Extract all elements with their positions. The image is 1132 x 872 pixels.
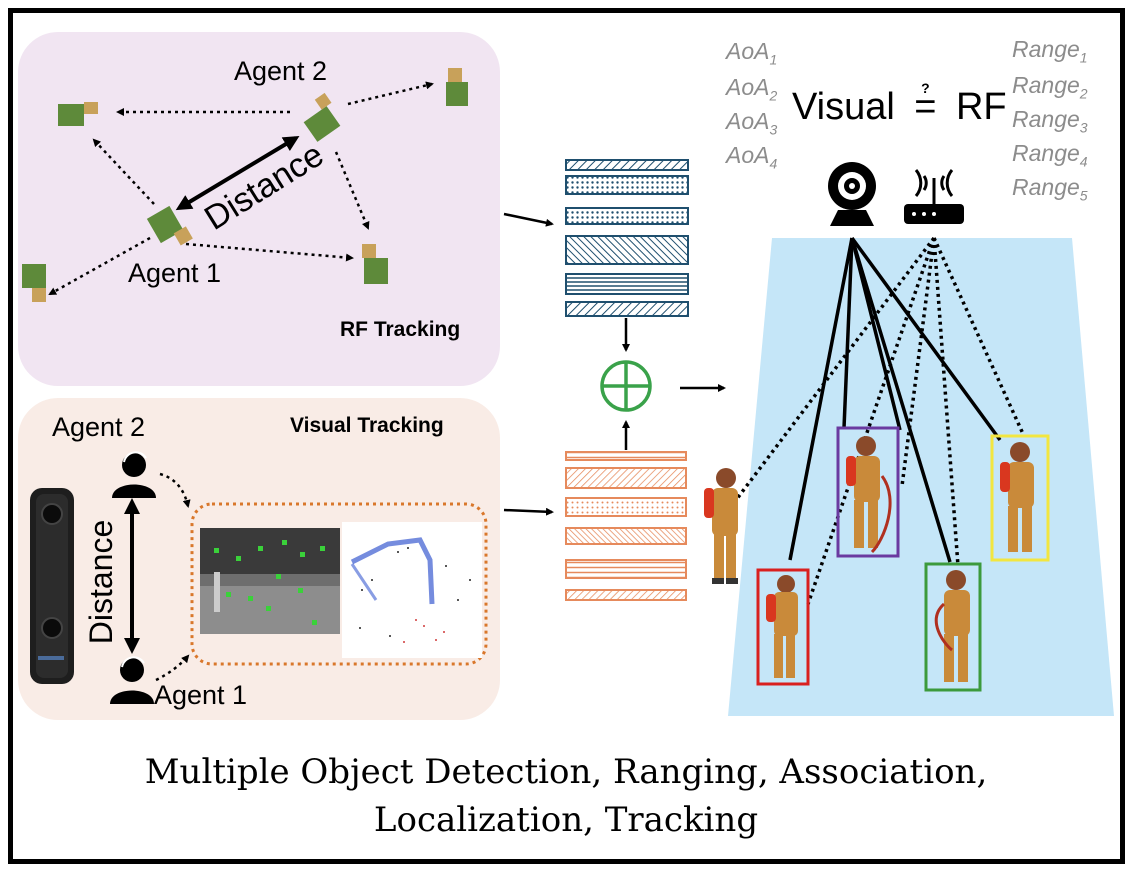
- rf-links: [48, 81, 434, 296]
- agent1-to-view-arrow: [155, 654, 190, 682]
- caption-line-2: Localization, Tracking: [373, 800, 759, 840]
- visual-feature-stack: [565, 451, 687, 601]
- camera-icon: [828, 162, 876, 226]
- visual-eq-left: Visual: [792, 86, 895, 128]
- rf-node-icon: [146, 205, 193, 246]
- router-icon: [904, 169, 964, 224]
- rf-distance-arrow: [175, 135, 300, 211]
- rf-node-icon: [446, 68, 468, 106]
- fusion-plus-icon: [600, 360, 652, 412]
- rf-feature-stack: [565, 159, 689, 317]
- visual-distance-label: Distance: [83, 520, 119, 645]
- visual-tracking-title: Visual Tracking: [290, 414, 444, 437]
- aoa-4-label: AoA4: [726, 142, 778, 172]
- aoa-lines: [788, 236, 1002, 563]
- person-icon: [110, 656, 154, 704]
- rf-tracking-title: RF Tracking: [340, 318, 461, 341]
- rf-agent-2-label: Agent 2: [234, 56, 328, 86]
- person-icon: [112, 451, 156, 498]
- range-5-label: Range5: [1012, 174, 1088, 204]
- range-3-label: Range3: [1012, 106, 1088, 136]
- range-1-label: Range1: [1012, 36, 1088, 66]
- caption-line-1: Multiple Object Detection, Ranging, Asso…: [144, 752, 988, 792]
- rf-node-icon: [22, 264, 46, 302]
- figure-border: [8, 8, 1125, 864]
- aoa-1-label: AoA1: [726, 38, 778, 68]
- firefighter-icon: [704, 468, 738, 584]
- range-lines: [734, 236, 1026, 605]
- firefighter-icon: [990, 434, 1050, 562]
- firefighter-icon: [924, 562, 982, 692]
- range-2-label: Range2: [1012, 72, 1088, 102]
- rf-agent-1-label: Agent 1: [128, 258, 222, 288]
- range-4-label: Range4: [1012, 140, 1088, 170]
- depth-camera-icon: [30, 488, 74, 684]
- rf-to-feature-arrow: [503, 212, 554, 227]
- visual-to-feature-arrow: [503, 507, 554, 516]
- visual-agent-2-label: Agent 2: [52, 412, 146, 442]
- camera-frame-image: [200, 528, 340, 634]
- rf-node-icon: [303, 92, 341, 142]
- rf-node-icon: [362, 244, 388, 284]
- scene-area: [728, 238, 1114, 716]
- question-mark: ?: [921, 80, 930, 96]
- point-cloud-map: [342, 522, 482, 658]
- visual-equals-rf: Visual ?= RF: [792, 80, 1007, 129]
- visual-agent-1-label: Agent 1: [154, 680, 248, 710]
- question-equals-sign: ?=: [905, 80, 945, 129]
- visual-output-box: [190, 502, 488, 666]
- agent2-to-view-arrow: [159, 472, 191, 508]
- aoa-3-label: AoA3: [726, 108, 778, 138]
- visual-eq-right: RF: [955, 86, 1007, 128]
- firefighter-icon: [836, 426, 900, 558]
- aoa-2-label: AoA2: [726, 74, 778, 104]
- rf-node-icon: [58, 102, 98, 126]
- firefighter-icon: [756, 568, 810, 686]
